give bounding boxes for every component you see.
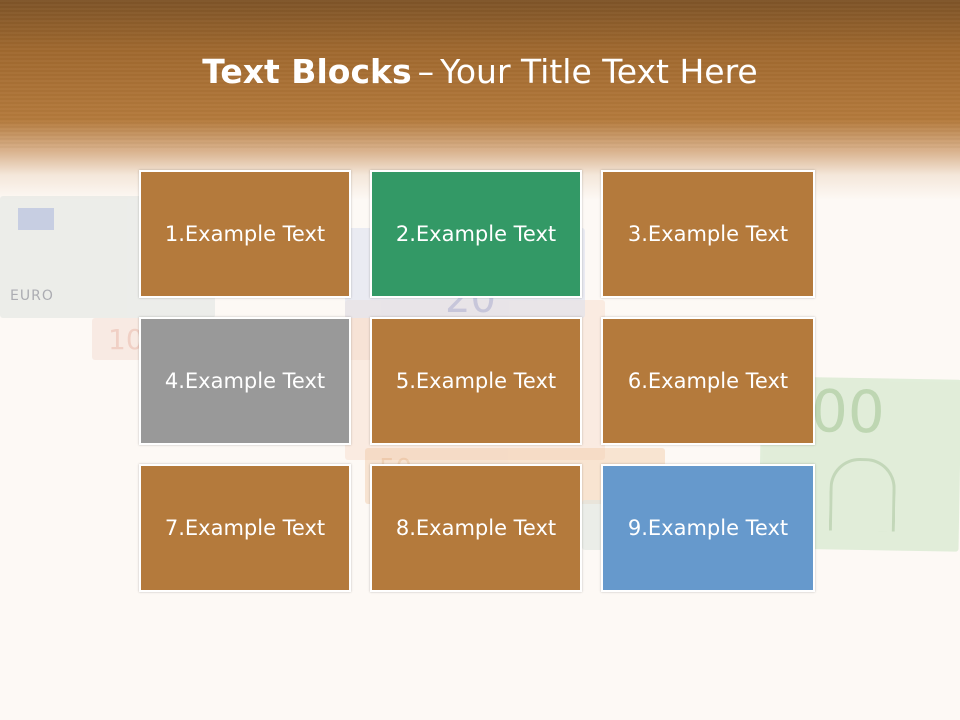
text-block-4[interactable]: 4.Example Text [139, 317, 351, 445]
text-block-7[interactable]: 7.Example Text [139, 464, 351, 592]
text-block-label: 3.Example Text [627, 222, 789, 246]
slide-title-bold: Text Blocks [202, 52, 412, 91]
text-block-label: 5.Example Text [395, 369, 557, 393]
text-block-8[interactable]: 8.Example Text [370, 464, 582, 592]
text-block-label: 1.Example Text [164, 222, 326, 246]
title-bar [0, 0, 960, 200]
banknote-number: 00 [810, 377, 886, 447]
eu-flag-icon [18, 208, 54, 230]
text-block-3[interactable]: 3.Example Text [601, 170, 815, 298]
text-block-label: 4.Example Text [164, 369, 326, 393]
text-block-label: 2.Example Text [395, 222, 557, 246]
text-block-label: 6.Example Text [627, 369, 789, 393]
text-block-label: 7.Example Text [164, 516, 326, 540]
slide-title-dash: – [417, 52, 435, 91]
title-bar-texture [0, 0, 960, 150]
text-block-5[interactable]: 5.Example Text [370, 317, 582, 445]
slide-title-text: Your Title Text Here [440, 52, 758, 91]
banknote-label: EURO [10, 288, 54, 304]
text-block-label: 8.Example Text [395, 516, 557, 540]
banknote-number: 10 [108, 323, 144, 356]
text-block-label: 9.Example Text [627, 516, 789, 540]
text-block-1[interactable]: 1.Example Text [139, 170, 351, 298]
text-block-9[interactable]: 9.Example Text [601, 464, 815, 592]
arch-icon [828, 457, 897, 532]
text-block-2[interactable]: 2.Example Text [370, 170, 582, 298]
text-block-6[interactable]: 6.Example Text [601, 317, 815, 445]
slide-title[interactable]: Text Blocks–Your Title Text Here [0, 52, 960, 91]
